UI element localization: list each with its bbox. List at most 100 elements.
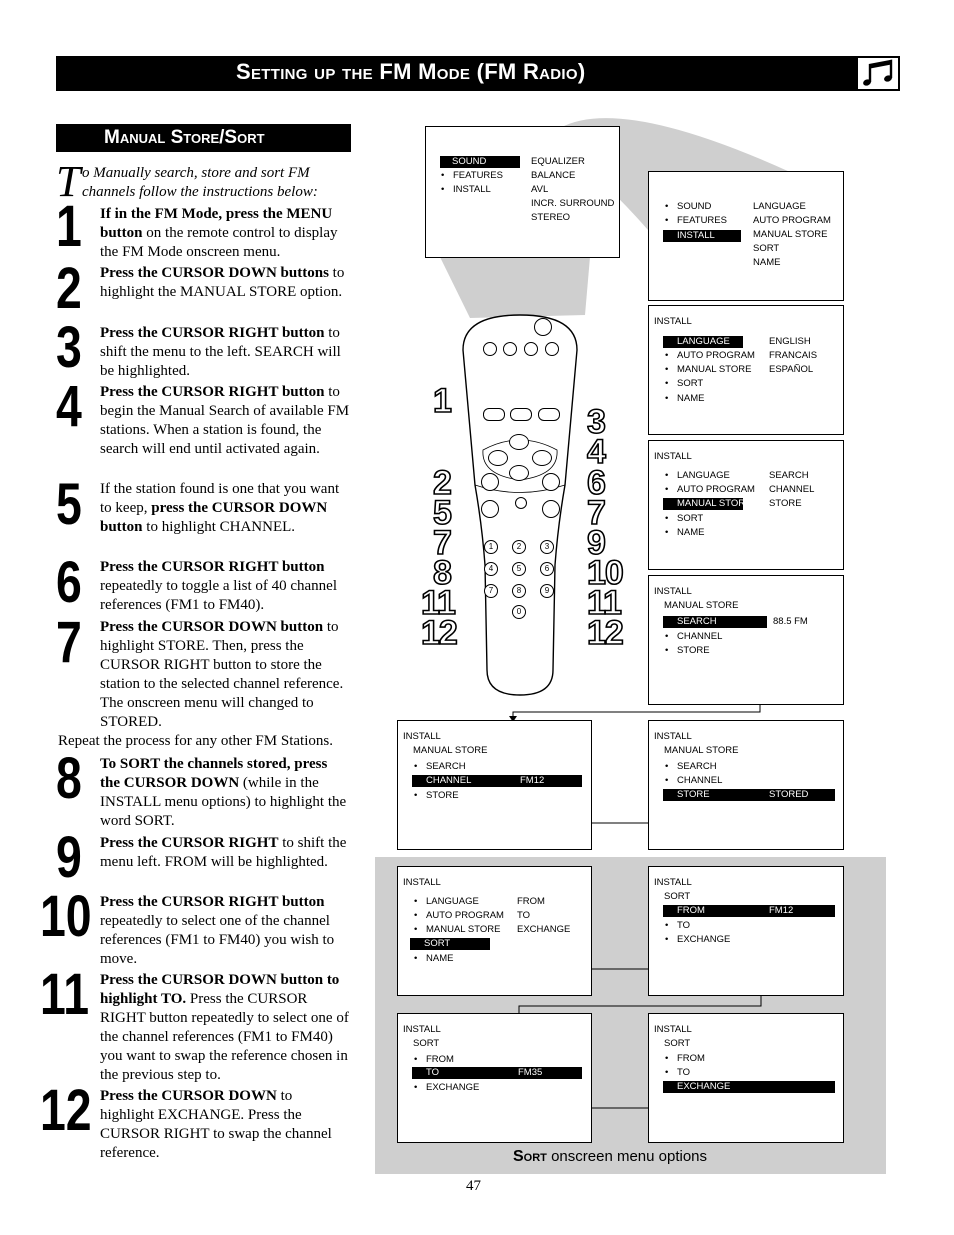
menu-highlight: INSTALL — [663, 230, 741, 242]
keypad-5[interactable]: 5 — [512, 562, 526, 576]
menu-item: NAME — [665, 392, 705, 406]
keypad-8[interactable]: 8 — [512, 584, 526, 598]
menu-item: MANUAL STORE — [665, 363, 752, 377]
caption-text: onscreen menu options — [546, 1148, 708, 1165]
step-number: 11 — [40, 962, 90, 1027]
step-body: repeatedly to select one of the channel … — [100, 913, 335, 967]
remote-step-label: 10 — [586, 554, 624, 592]
step-text: Press the CURSOR RIGHT button to begin t… — [100, 383, 350, 459]
remote-step-label: 5 — [432, 494, 453, 532]
step-body: to begin the Manual Search of available … — [100, 384, 350, 457]
step-text: Press the CURSOR DOWN to highlight EXCHA… — [100, 1087, 350, 1163]
menu-title: INSTALL — [654, 877, 692, 888]
menu-item: MANUAL STORE — [414, 923, 501, 937]
keypad-1[interactable]: 1 — [484, 540, 498, 554]
remote-step-label: 12 — [420, 614, 458, 652]
onscreen-menu-install-manual-store: INSTALL LANGUAGE AUTO PROGRAM MANUAL STO… — [648, 440, 844, 570]
step-text: If in the FM Mode, press the MENU button… — [100, 205, 350, 262]
rewind-button[interactable] — [503, 342, 517, 356]
volume-down-button[interactable] — [481, 500, 499, 518]
menu-subtitle: SORT — [413, 1038, 440, 1049]
menu-option: SEARCH — [769, 470, 809, 481]
menu-title: INSTALL — [654, 586, 692, 597]
keypad-7[interactable]: 7 — [484, 584, 498, 598]
step-number: 5 — [56, 472, 82, 537]
step-number: 6 — [56, 550, 82, 615]
menu-item: FROM — [665, 1052, 705, 1066]
menu-option: STEREO — [531, 212, 571, 223]
step-bold: Press the CURSOR RIGHT button — [100, 559, 325, 575]
step-text: Press the CURSOR DOWN buttons to highlig… — [100, 264, 350, 302]
keypad-3[interactable]: 3 — [540, 540, 554, 554]
step-number: 10 — [40, 884, 92, 949]
sound-button[interactable] — [483, 408, 505, 421]
keypad-6[interactable]: 6 — [540, 562, 554, 576]
step-bold: press the CURSOR DOWN button — [100, 500, 328, 535]
menu-highlight: EXCHANGE — [663, 1081, 835, 1093]
menu-subtitle: SORT — [664, 891, 691, 902]
keypad-0[interactable]: 0 — [512, 605, 526, 619]
keypad-2[interactable]: 2 — [512, 540, 526, 554]
menu-highlight: SEARCH — [663, 616, 767, 628]
pip-button[interactable] — [483, 342, 497, 356]
cursor-left-button[interactable] — [488, 450, 508, 466]
step-number: 9 — [56, 825, 82, 890]
step-body: to highlight CHANNEL. — [142, 519, 296, 535]
menu-item: NAME — [665, 526, 705, 540]
menu-item: TO — [665, 1066, 690, 1080]
picture-button[interactable] — [538, 408, 560, 421]
menu-subtitle: MANUAL STORE — [413, 745, 488, 756]
power-button[interactable] — [534, 318, 552, 336]
section-title: Manual Store/Sort — [104, 127, 265, 148]
step-body: to highlight STORE. Then, press the CURS… — [100, 619, 344, 730]
cursor-down-button[interactable] — [509, 465, 529, 481]
menu-item: AUTO PROGRAM — [414, 909, 504, 923]
control-button[interactable] — [510, 408, 532, 421]
menu-title: INSTALL — [654, 731, 692, 742]
volume-up-button[interactable] — [481, 473, 499, 491]
cc-button[interactable] — [545, 342, 559, 356]
menu-item: CHANNEL — [665, 774, 723, 788]
menu-highlight: MANUAL STORE — [663, 498, 751, 510]
menu-subtitle: SORT — [664, 1038, 691, 1049]
remote-step-label: 1 — [432, 382, 453, 420]
step-number: 1 — [56, 194, 82, 259]
keypad-4[interactable]: 4 — [484, 562, 498, 576]
menu-item: FROM — [414, 1053, 454, 1067]
caption-bold: Sort — [513, 1148, 547, 1165]
step-bold: Press the CURSOR RIGHT button — [100, 894, 325, 910]
step-bold: Press the CURSOR RIGHT — [100, 835, 279, 851]
keypad-9[interactable]: 9 — [540, 584, 554, 598]
cursor-right-button[interactable] — [532, 450, 552, 466]
menu-item: FEATURES — [665, 214, 727, 228]
menu-item: SORT — [665, 512, 703, 526]
mute-button[interactable] — [515, 497, 527, 509]
remote-step-label: 7 — [586, 494, 607, 532]
menu-title: INSTALL — [403, 877, 441, 888]
menu-item: SOUND — [665, 200, 711, 214]
step-bold: Press the CURSOR DOWN buttons — [100, 265, 329, 281]
cursor-up-button[interactable] — [509, 434, 529, 450]
step-text: Press the CURSOR RIGHT to shift the menu… — [100, 834, 350, 872]
stop-button[interactable] — [524, 342, 538, 356]
section-heading: Manual Store/Sort — [56, 124, 351, 152]
step-bold: Press the CURSOR RIGHT button — [100, 325, 325, 341]
onscreen-menu-install-language: INSTALL LANGUAGE AUTO PROGRAM MANUAL STO… — [648, 305, 844, 435]
channel-down-button[interactable] — [542, 500, 560, 518]
step-bold: Press the CURSOR DOWN button — [100, 619, 324, 635]
page-number: 47 — [466, 1178, 481, 1194]
step-text: Press the CURSOR DOWN button to highligh… — [100, 618, 350, 732]
drop-cap: T — [56, 157, 81, 206]
menu-item: FEATURES — [441, 169, 503, 183]
music-note-icon — [858, 58, 898, 89]
remote-step-label: 3 — [586, 403, 607, 441]
menu-title: INSTALL — [654, 316, 692, 327]
menu-option: INCR. SURROUND — [531, 198, 615, 209]
onscreen-menu-install-sort: INSTALL LANGUAGE AUTO PROGRAM MANUAL STO… — [397, 866, 592, 996]
remote-step-label: 11 — [586, 584, 623, 622]
channel-up-button[interactable] — [542, 473, 560, 491]
menu-title: INSTALL — [654, 451, 692, 462]
menu-option: NAME — [753, 257, 781, 268]
